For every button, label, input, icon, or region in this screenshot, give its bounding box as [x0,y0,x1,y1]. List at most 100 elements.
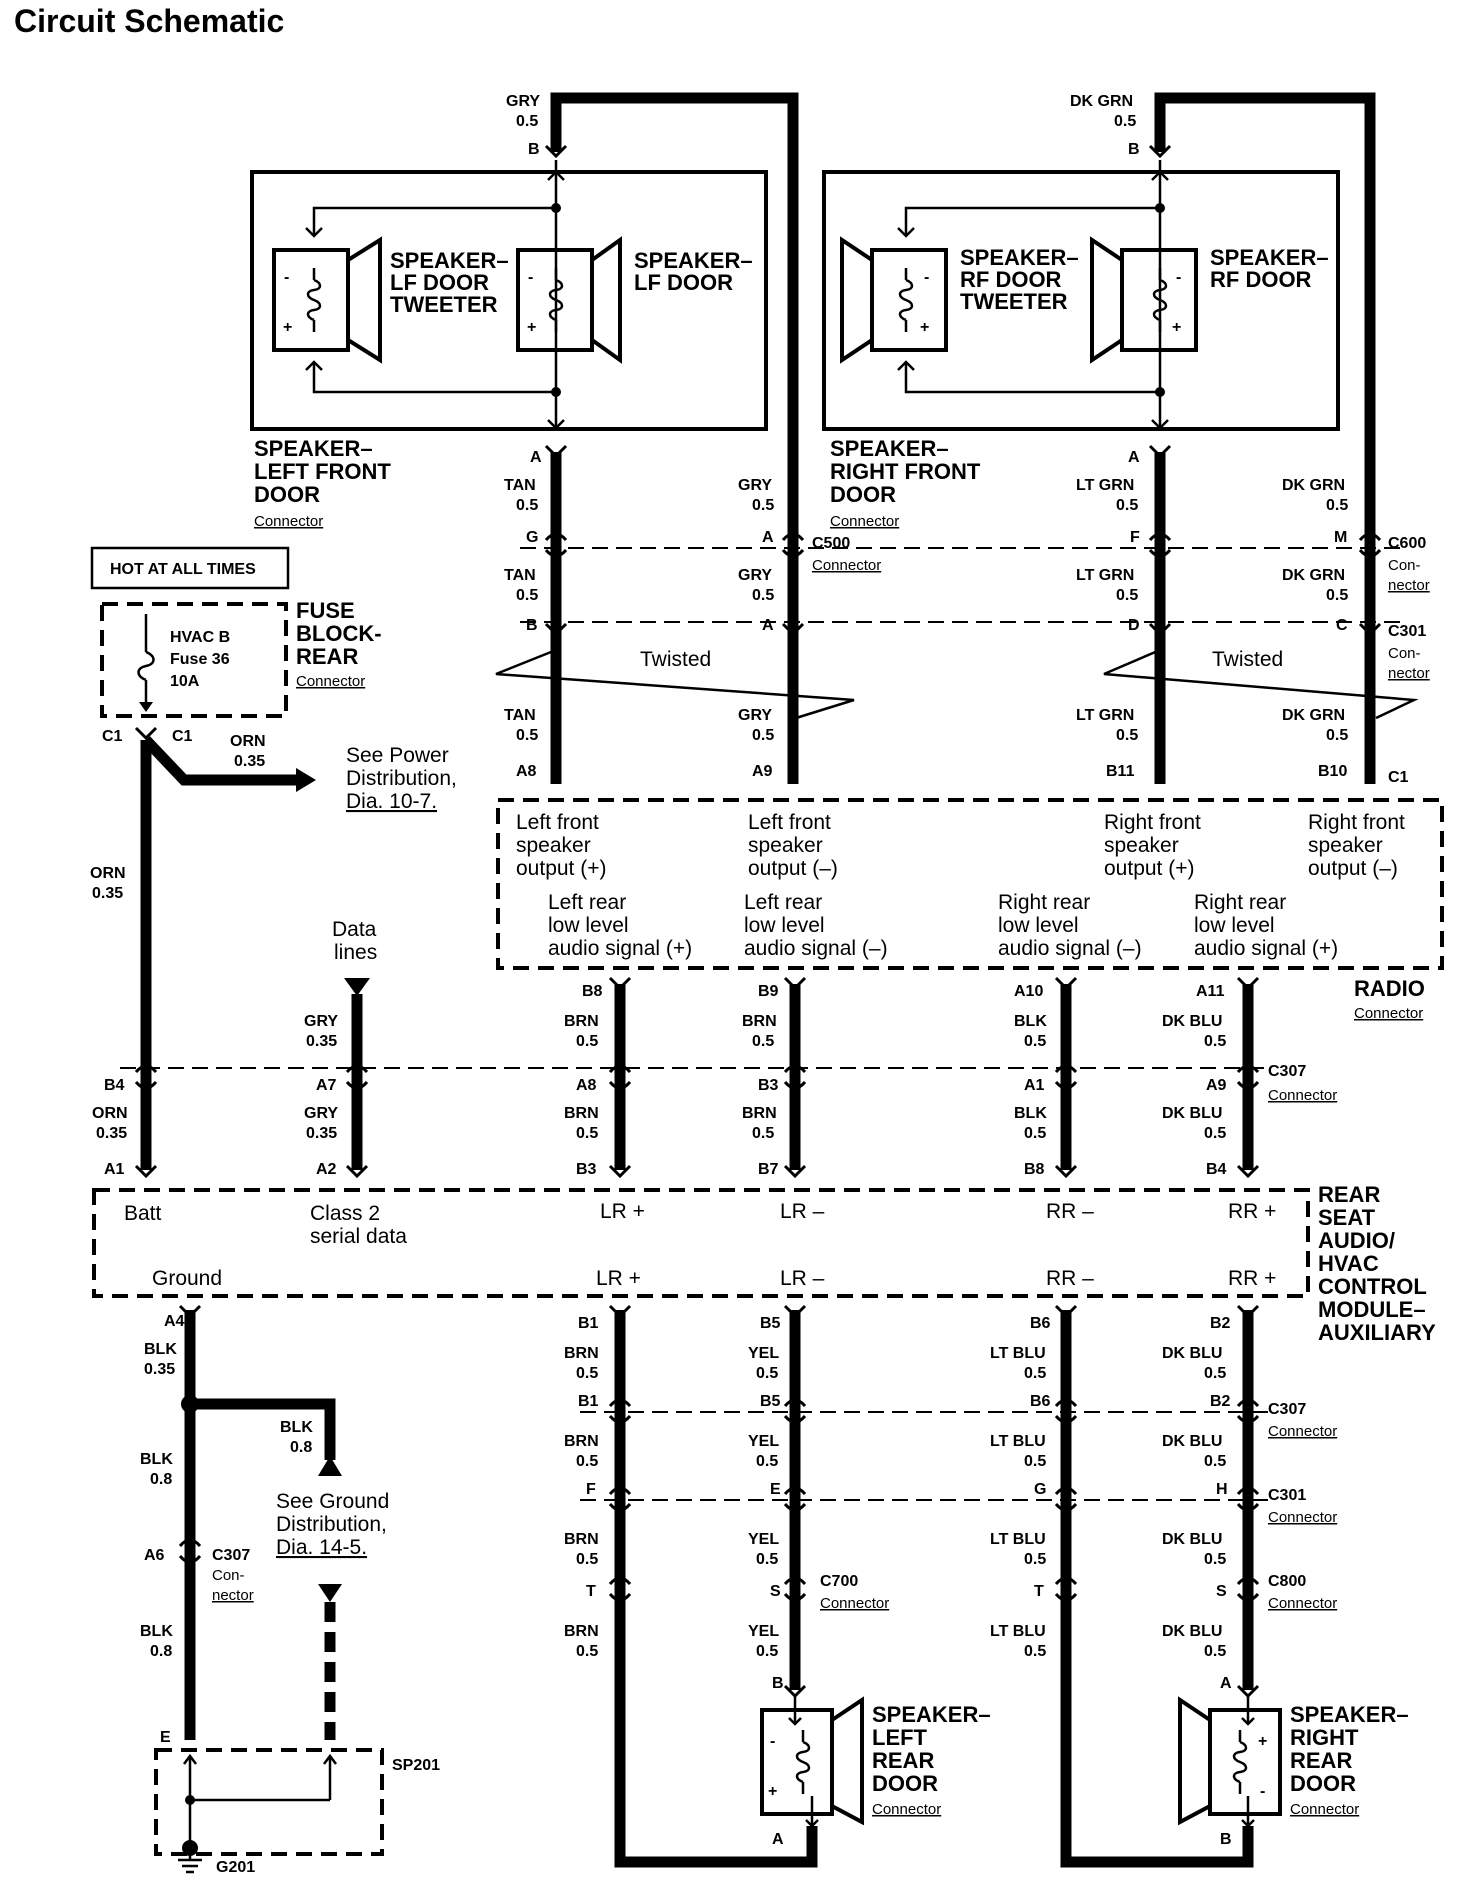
c500-label: C500 [812,535,850,552]
lower-wire-6-color: DK BLU [1162,1105,1222,1122]
c307-ground-label: C307 [212,1547,250,1564]
ground-note-1: See Ground [276,1490,389,1513]
tan-top-gauge: 0.5 [516,497,538,514]
rr-speaker-connector: Connector [1290,1801,1359,1818]
radio-pin-a9: A9 [752,763,773,780]
rr-speaker-label-1: SPEAKER– [1290,1702,1409,1727]
module-name-6: MODULE– [1318,1297,1426,1322]
gry-data-color: GRY [304,1013,338,1030]
rr-speaker-label-3: REAR [1290,1748,1352,1773]
rear-connector-marks [608,1304,1260,1699]
twisted-pair-left [495,648,855,720]
rear-w2-1-gauge: 0.5 [576,1453,598,1470]
radio-sig-2-l2: low level [744,914,825,937]
left-front-assembly-label-2: LEFT FRONT [254,459,391,484]
c800-connector: Connector [1268,1595,1337,1612]
module-pin-a1: A1 [104,1161,125,1178]
c700-connector: Connector [820,1595,889,1612]
right-front-speaker-box [822,170,1340,431]
upper-wire-4-gauge: 0.5 [1204,1033,1226,1050]
lower-wire-6-gauge: 0.5 [1204,1125,1226,1142]
rear-w3-2-color: YEL [748,1531,779,1548]
fuse-line-2: Fuse 36 [170,651,230,668]
upper-wire-2-color: BRN [742,1013,777,1030]
c307-a6-mark [178,1538,202,1564]
c307-pin-a9: A9 [1206,1077,1227,1094]
ltgrn-top-gauge: 0.5 [1116,497,1138,514]
sp201-splice [182,1753,337,1856]
module-top-lr-minus: LR – [780,1200,825,1223]
rf-assembly-connector: Connector [830,513,899,530]
hot-at-all-times-box [90,546,290,590]
radio-sig-1-l3: audio signal (+) [548,937,692,960]
radio-pin-b11: B11 [1106,763,1135,780]
rear-seat-module-box [92,1188,1310,1298]
gry-mid-color: GRY [738,477,772,494]
tan-low-color: TAN [504,707,536,724]
orn-left-gauge: 0.35 [92,885,123,902]
front-connector-marks [544,144,1382,637]
mid-connector-marks [134,976,1260,1179]
lf-tweeter-label-1: SPEAKER– [390,248,509,273]
lf-tweeter-label-3: TWEETER [390,292,498,317]
rr-speaker-label-4: DOOR [1290,1771,1356,1796]
rear-c307-pin-b6: B6 [1030,1393,1051,1410]
dkgrn-low-gauge: 0.5 [1326,727,1348,744]
pin-a-lf: A [530,449,542,466]
orn-left-color: ORN [90,865,126,882]
radio-box [496,798,1444,970]
module-top-rr-plus: RR + [1228,1200,1276,1223]
lr-speaker-label-2: LEFT [872,1725,928,1750]
lr-speaker-label-3: REAR [872,1748,934,1773]
rf-door-label-2: RF DOOR [1210,267,1312,292]
rear-c301-pin-g: G [1034,1481,1046,1498]
c307-pin-a8: A8 [576,1077,597,1094]
fuse-c1-mark [134,726,158,741]
module-class2-2: serial data [310,1225,407,1248]
rear-w4-3-color: LT BLU [990,1623,1046,1640]
rf-tweeter-label-2: RF DOOR [960,267,1062,292]
rear-c301-connector: Connector [1268,1509,1337,1526]
rear-c307-pin-b1: B1 [578,1393,599,1410]
hot-at-all-times: HOT AT ALL TIMES [110,561,256,578]
lr-polarity-plus: + [768,1783,777,1800]
rear-w1-3-gauge: 0.5 [1024,1365,1046,1382]
pin-b-rf: B [1128,141,1140,158]
radio-sig-1-l2: low level [548,914,629,937]
lower-wire-4-color: BRN [742,1105,777,1122]
c307-label-top: C307 [1268,1063,1306,1080]
module-name-5: CONTROL [1318,1274,1427,1299]
lower-wire-3-color: BRN [564,1105,599,1122]
rear-c301-label: C301 [1268,1487,1306,1504]
power-note-1: See Power [346,744,449,767]
upper-wire-2-gauge: 0.5 [752,1033,774,1050]
radio-sig-3-l2: low level [998,914,1079,937]
radio-out-1-l1: Left front [516,811,599,834]
lower-wire-1-gauge: 0.35 [96,1125,127,1142]
rear-top-pin-b5: B5 [760,1315,781,1332]
rear-c301-pin-f: F [586,1481,596,1498]
blk08-low-gauge: 0.8 [150,1643,172,1660]
radio-name: RADIO [1354,976,1425,1001]
rear-w4-1-gauge: 0.5 [576,1643,598,1660]
rear-w3-1-color: BRN [564,1531,599,1548]
rear-w4-4-color: DK BLU [1162,1623,1222,1640]
c600-pin-f: F [1130,529,1140,546]
rear-c307-pin-b5: B5 [760,1393,781,1410]
rear-speaker-wires [614,1310,1254,1868]
pin-b-lf: B [528,141,540,158]
c800-pin-s: S [1216,1583,1227,1600]
module-bot-lr-minus: LR – [780,1267,825,1290]
dkgrn-mid2-gauge: 0.5 [1326,587,1348,604]
module-pin-b8: B8 [1024,1161,1045,1178]
radio-pin-b9: B9 [758,983,779,1000]
twisted-label-right: Twisted [1212,648,1283,671]
c800-pin-t: T [1034,1583,1044,1600]
rr-speaker-label-2: RIGHT [1290,1725,1359,1750]
rear-w2-2-gauge: 0.5 [756,1453,778,1470]
g201-label: G201 [216,1859,255,1876]
ground-branch-wire [190,1398,336,1460]
ground-note-2: Distribution, [276,1513,387,1536]
fuse-36 [137,614,155,712]
radio-out-4-l2: speaker [1308,834,1383,857]
